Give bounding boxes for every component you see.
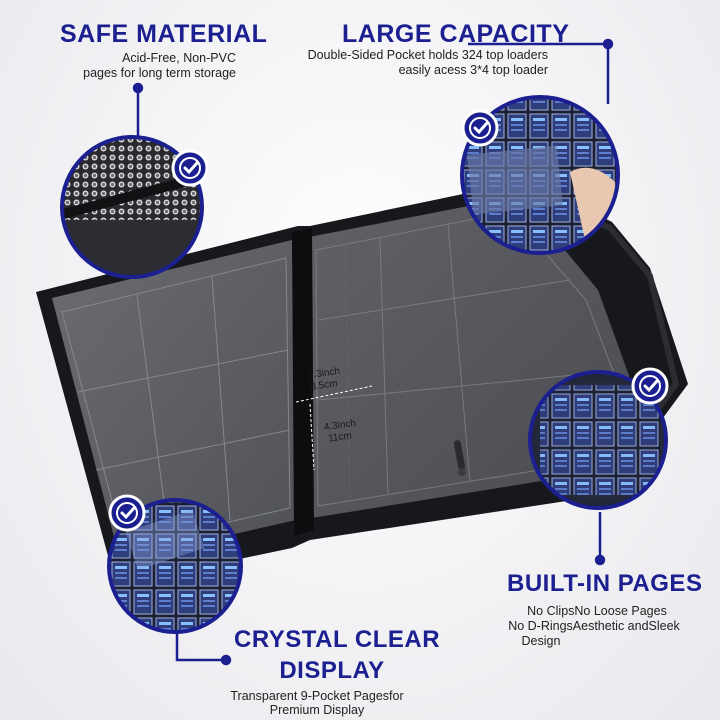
crystal-clear-desc-2: Premium Display bbox=[269, 703, 365, 717]
large-capacity-desc-2: easily acess 3*4 top loader bbox=[398, 63, 548, 77]
zoom-circle-material bbox=[60, 135, 204, 279]
connector-lines bbox=[132, 38, 614, 666]
safe-material-desc-1: Acid-Free, Non-PVC bbox=[122, 51, 236, 65]
check-badge-icon-2 bbox=[461, 109, 499, 147]
safe-material-desc-2: pages for long term storage bbox=[83, 66, 236, 80]
built-in-pages-desc-2: No D-RingsAesthetic andSleek bbox=[508, 619, 680, 633]
built-in-pages-title: BUILT-IN PAGES bbox=[507, 570, 703, 597]
check-badge-icon-3 bbox=[631, 367, 669, 405]
built-in-pages-desc-3: Design bbox=[521, 634, 561, 648]
large-capacity-desc-1: Double-Sided Pocket holds 324 top loader… bbox=[307, 48, 548, 62]
check-badge-icon-4 bbox=[108, 494, 146, 532]
built-in-pages-desc-1: No ClipsNo Loose Pages bbox=[527, 604, 667, 618]
left-page-pockets bbox=[61, 257, 291, 547]
crystal-clear-desc-1: Transparent 9-Pocket Pagesfor bbox=[230, 689, 404, 703]
dimension-guides bbox=[295, 385, 373, 471]
safe-material-title: SAFE MATERIAL bbox=[60, 20, 268, 48]
large-capacity-title: LARGE CAPACITY bbox=[342, 20, 570, 48]
check-badge-icon-1 bbox=[171, 149, 209, 187]
zoom-circle-pages bbox=[528, 370, 668, 510]
crystal-clear-title-2: DISPLAY bbox=[279, 657, 385, 684]
crystal-clear-title-1: CRYSTAL CLEAR bbox=[234, 626, 441, 653]
